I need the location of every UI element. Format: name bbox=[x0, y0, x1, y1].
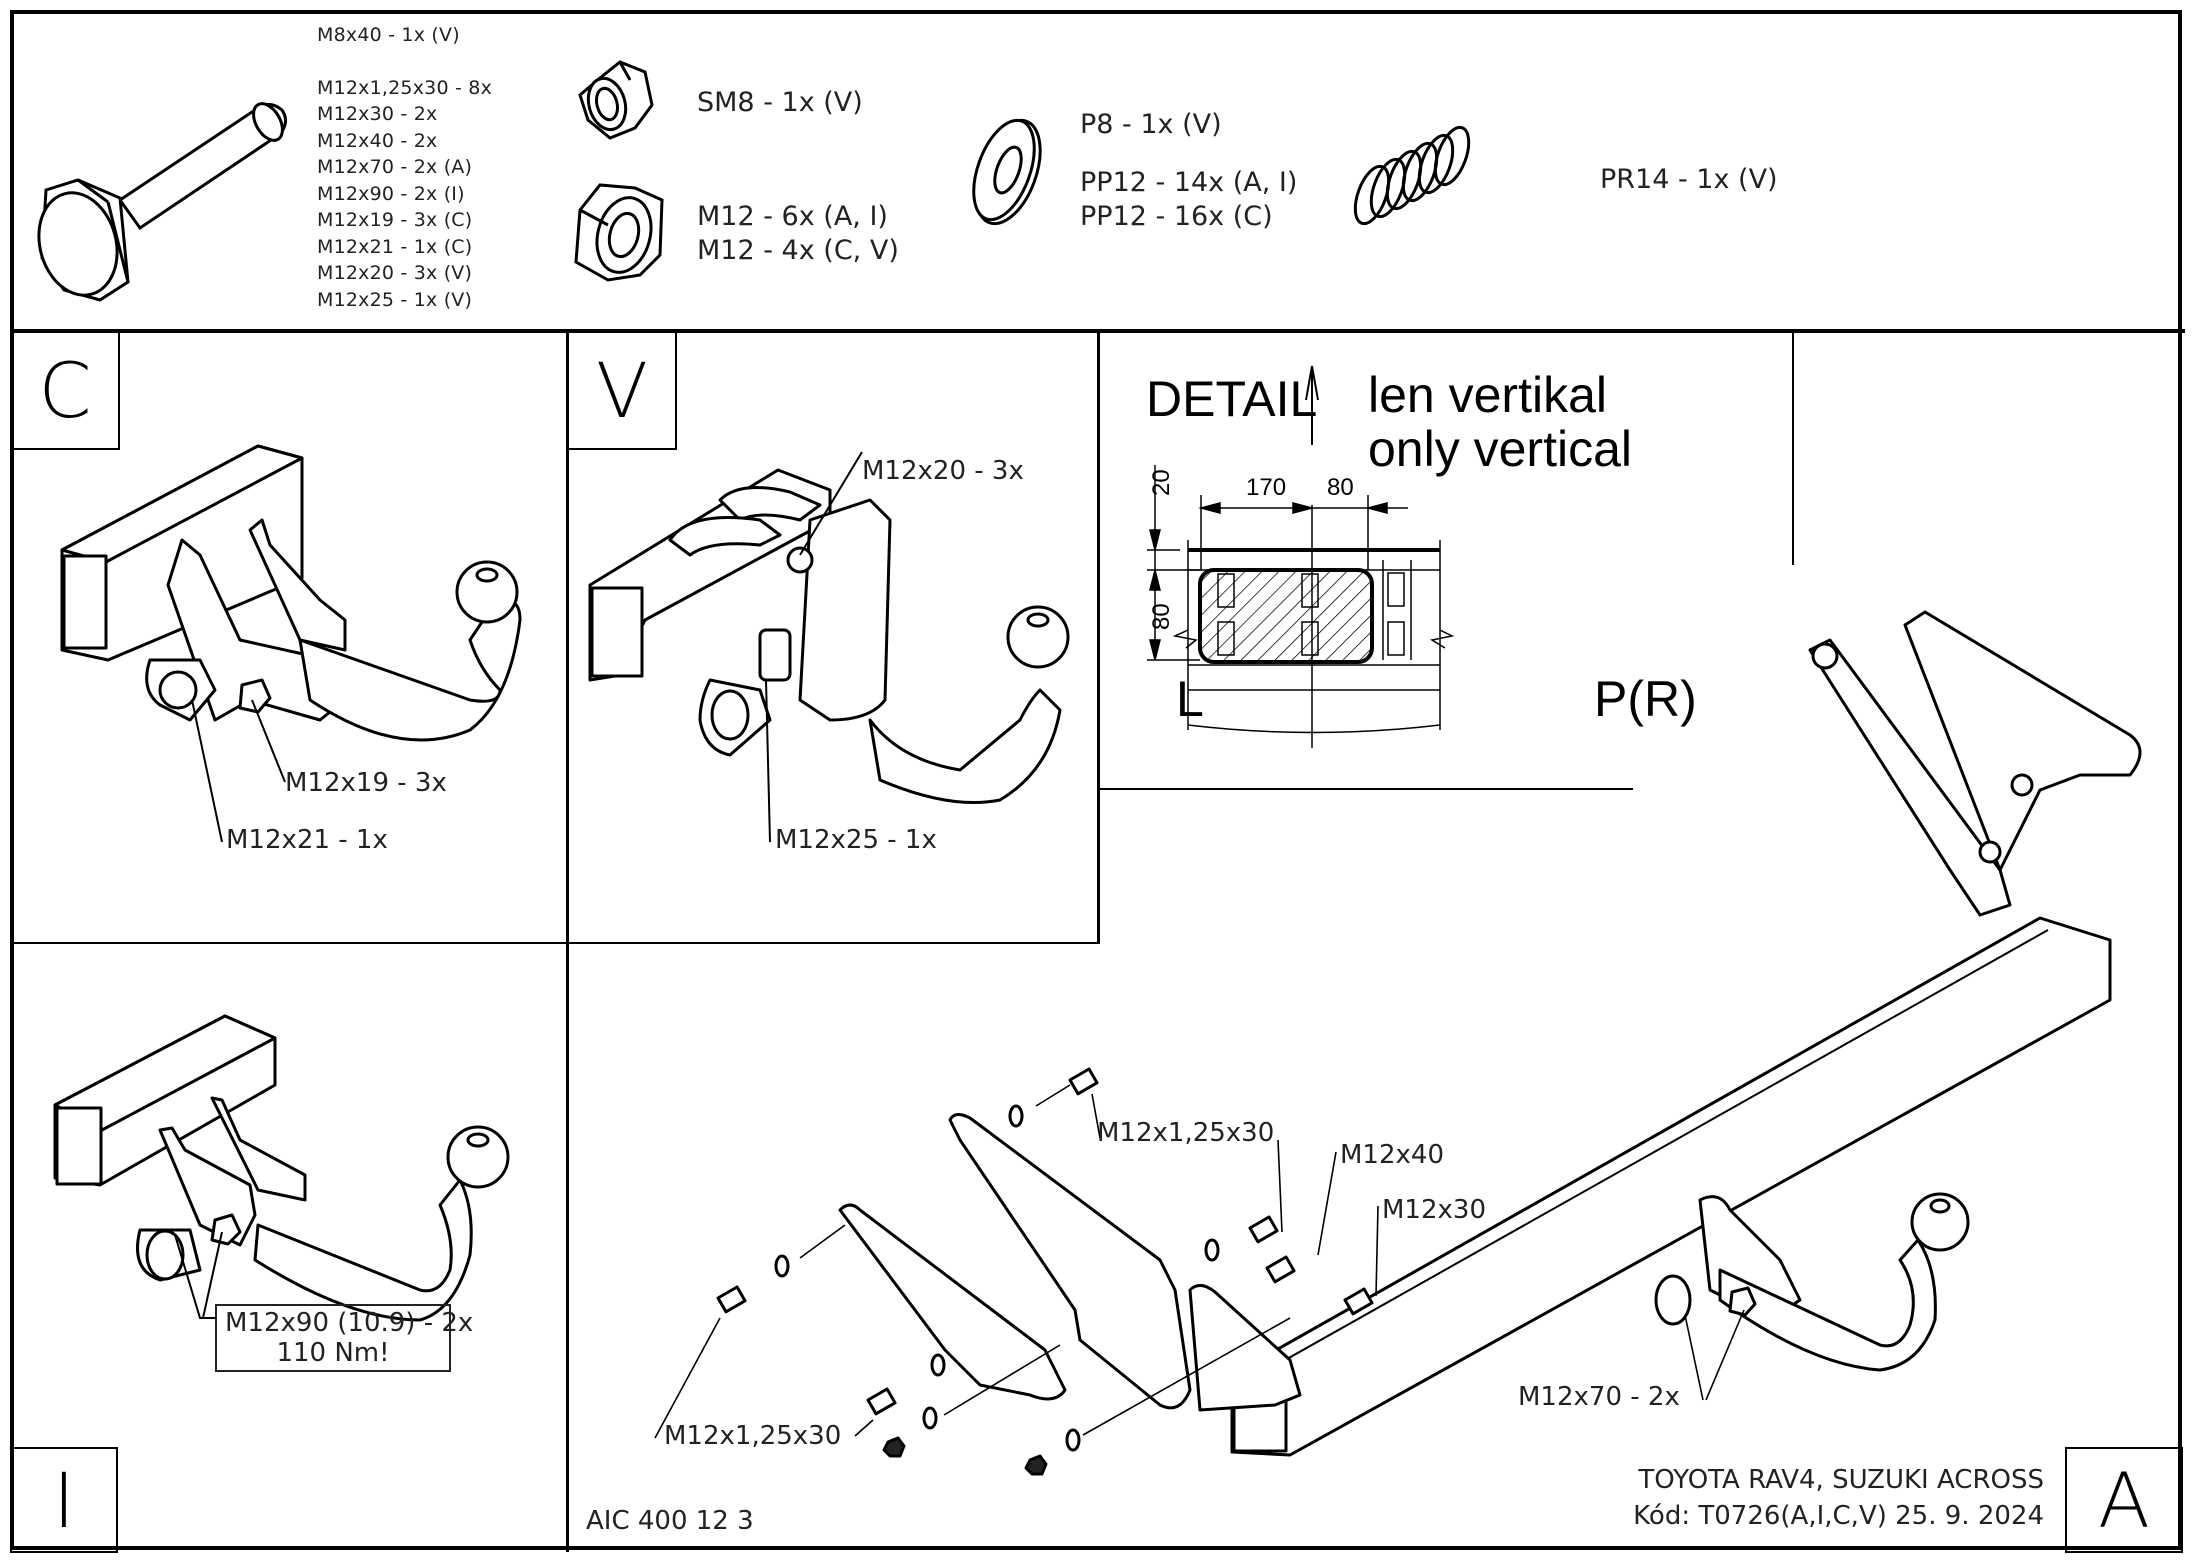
dimension-label: 80 bbox=[1148, 603, 1175, 630]
bolt-list-item: M12x25 - 1x (V) bbox=[317, 288, 473, 311]
bolt-list-item: M12x20 - 3x (V) bbox=[317, 262, 473, 284]
dimension-label: 170 bbox=[1246, 474, 1287, 501]
bolt-list-item: M12x70 - 2x (A) bbox=[317, 156, 473, 178]
hex-nut-label: M12 - 6x (A, I) bbox=[697, 201, 888, 232]
hex-nut-labels: M12 - 6x (A, I) M12 - 4x (C, V) bbox=[697, 200, 899, 268]
washer-label-spacer bbox=[1080, 142, 1297, 166]
title-block: TOYOTA RAV4, SUZUKI ACROSS Kód: T0726(A,… bbox=[1633, 1462, 2044, 1534]
detail-title: DETAIL bbox=[1146, 371, 1318, 427]
orientation-note: len vertikal only vertical bbox=[1368, 368, 1632, 476]
spring-label: PR14 - 1x (V) bbox=[1600, 164, 1778, 195]
washer-labels: P8 - 1x (V) PP12 - 14x (A, I) PP12 - 16x… bbox=[1080, 108, 1297, 234]
bolt-list: M8x40 - 1x (V) M12x1,25x30 - 8x M12x30 -… bbox=[317, 22, 492, 313]
bolt-list-item: M12x1,25x30 - 8x bbox=[317, 76, 493, 99]
callout-label: M12x1,25x30 bbox=[1097, 1118, 1275, 1148]
orientation-line: len vertikal bbox=[1368, 367, 1607, 423]
panel-a-label: A bbox=[2065, 1447, 2183, 1553]
right-side-label: P(R) bbox=[1594, 671, 1697, 727]
callout-label: M12x70 - 2x bbox=[1518, 1382, 1680, 1412]
torque-callout-bolt: M12x90 (10.9) - 2x bbox=[225, 1308, 474, 1338]
callout-label: M12x19 - 3x bbox=[285, 768, 447, 798]
upper-panels-bottom-divider bbox=[10, 942, 1100, 944]
drawing-frame bbox=[10, 10, 2182, 1550]
torque-callout-value: 110 Nm! bbox=[276, 1338, 390, 1368]
left-column-divider bbox=[566, 330, 569, 1552]
dimension-label: 80 bbox=[1327, 474, 1354, 501]
panel-i-label: I bbox=[10, 1447, 118, 1553]
bolt-list-item: M12x40 - 2x bbox=[317, 129, 438, 152]
bolt-list-spacer bbox=[317, 49, 492, 75]
torque-callout: M12x90 (10.9) - 2x 110 Nm! bbox=[215, 1304, 474, 1372]
detail-bottom-divider bbox=[1098, 788, 1633, 790]
bolt-list-item: M12x21 - 1x (C) bbox=[317, 235, 473, 258]
panel-v-label: V bbox=[567, 330, 677, 450]
callout-label: M12x1,25x30 bbox=[664, 1421, 842, 1451]
callout-label: M12x30 bbox=[1382, 1195, 1486, 1225]
washer-label: PP12 - 16x (C) bbox=[1080, 201, 1273, 232]
washer-label: P8 - 1x (V) bbox=[1080, 109, 1222, 140]
callout-label: M12x25 - 1x bbox=[775, 825, 937, 855]
callout-label: M12x40 bbox=[1340, 1140, 1444, 1170]
washer-label: PP12 - 14x (A, I) bbox=[1080, 167, 1298, 198]
panel-c-label: C bbox=[10, 330, 120, 450]
left-side-label: L bbox=[1176, 671, 1204, 727]
bolt-list-item: M12x30 - 2x bbox=[317, 103, 438, 125]
orientation-line: only vertical bbox=[1368, 421, 1632, 477]
bolt-list-item: M12x19 - 3x (C) bbox=[317, 209, 473, 231]
detail-right-divider bbox=[1792, 332, 1794, 565]
bolt-list-item: M12x90 - 2x (I) bbox=[317, 182, 465, 205]
panel-v-right-divider bbox=[1097, 330, 1100, 944]
callout-label: M12x20 - 3x bbox=[862, 456, 1024, 486]
bolt-list-item: M8x40 - 1x (V) bbox=[317, 24, 460, 46]
hex-nut-label: M12 - 4x (C, V) bbox=[697, 235, 899, 266]
drawing-number: AIC 400 12 3 bbox=[586, 1506, 754, 1536]
dimension-label: 20 bbox=[1148, 469, 1175, 496]
callout-label: M12x21 - 1x bbox=[226, 825, 388, 855]
lock-nut-label: SM8 - 1x (V) bbox=[697, 87, 863, 118]
vehicle-models: TOYOTA RAV4, SUZUKI ACROSS bbox=[1638, 1465, 2044, 1495]
code-and-date: Kód: T0726(A,I,C,V) 25. 9. 2024 bbox=[1633, 1501, 2044, 1531]
